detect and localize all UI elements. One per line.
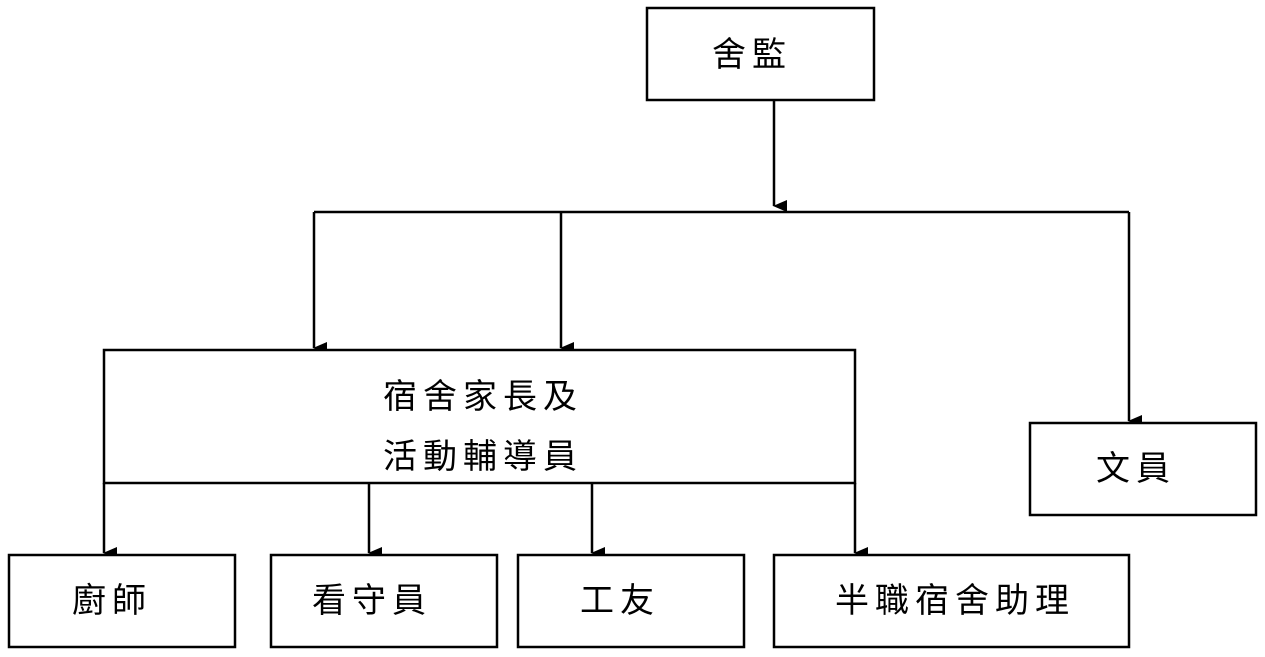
node-assistant-label: 半職宿舍助理 — [835, 581, 1075, 621]
node-chef: 廚師 — [7, 553, 237, 649]
node-chef-box — [7, 553, 237, 649]
node-guard-box — [269, 553, 499, 649]
node-clerk: 文員 — [1028, 421, 1258, 517]
node-clerk-label: 文員 — [1096, 449, 1176, 489]
node-guard: 看守員 — [269, 553, 499, 649]
node-dorm-parent-label-line2: 活動輔導員 — [383, 437, 583, 477]
node-supervisor-box — [645, 6, 876, 102]
node-guard-label: 看守員 — [312, 581, 432, 621]
node-assistant: 半職宿舍助理 — [772, 553, 1131, 649]
node-clerk-box — [1028, 421, 1258, 517]
node-worker: 工友 — [516, 553, 746, 649]
node-supervisor: 舍監 — [645, 6, 876, 102]
node-dorm-parent-label-line1: 宿舍家長及 — [383, 377, 583, 417]
node-supervisor-label: 舍監 — [712, 35, 792, 75]
node-assistant-box — [772, 553, 1131, 649]
node-worker-label: 工友 — [580, 581, 660, 621]
node-chef-label: 廚師 — [72, 581, 152, 621]
node-dorm-parent-box — [102, 348, 857, 485]
connectors — [102, 100, 1142, 559]
node-dorm-parent: 宿舍家長及 活動輔導員 — [102, 348, 857, 485]
node-worker-box — [516, 553, 746, 649]
